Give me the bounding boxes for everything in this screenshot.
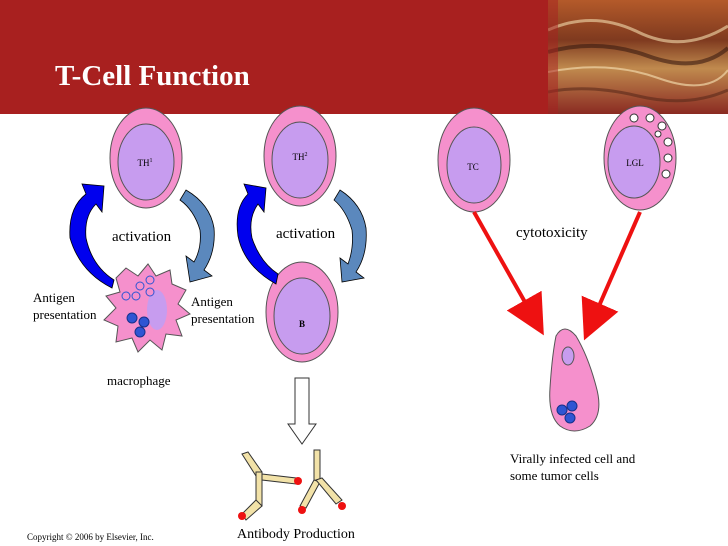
header-photo [548, 0, 728, 114]
activation-label-right: activation [276, 226, 336, 242]
tc-label: TC [467, 162, 479, 172]
macrophage-label: macrophage [107, 373, 171, 388]
lgl-cell [603, 105, 677, 211]
th1-cell [109, 107, 183, 209]
th2-cell [263, 105, 337, 207]
antibody-left [241, 451, 297, 521]
antigen-arrow-left [179, 189, 215, 283]
lgl-label: LGL [626, 158, 644, 168]
b-label: B [298, 319, 305, 329]
cytotoxicity-arrow-tc [472, 211, 544, 336]
infected-cell-label: Virally infected cell and some tumor cel… [510, 450, 635, 484]
antigen-presentation-label-right: Antigen presentation [191, 293, 255, 327]
antibody-tip [298, 506, 306, 514]
th1-label: TH1 [137, 158, 153, 168]
antigen-presentation-right-line2: presentation [191, 311, 255, 326]
antibody-tip [238, 512, 246, 520]
activation-arrow-right [236, 183, 279, 285]
copyright: Copyright © 2006 by Elsevier, Inc. [27, 532, 154, 542]
activation-label-left: activation [112, 229, 172, 245]
th2-label: TH2 [292, 152, 308, 162]
antigen-presentation-left-line2: presentation [33, 307, 97, 322]
antibody-tip [338, 502, 346, 510]
antigen-presentation-left-line1: Antigen [33, 290, 75, 305]
infected-cell-line1: Virally infected cell and [510, 451, 636, 466]
activation-arrow-left [69, 183, 115, 289]
lgl-granules [629, 113, 673, 179]
cytotoxicity-arrow-lgl [581, 211, 642, 341]
tc-cell [437, 107, 511, 213]
infected-cell [549, 328, 600, 432]
b-cell [265, 261, 339, 363]
antibody-arrow [287, 377, 317, 445]
slide-title: T-Cell Function [55, 60, 250, 92]
antigen-presentation-label-left: Antigen presentation [33, 289, 97, 323]
antibody-right [299, 449, 343, 509]
cytotoxicity-label: cytotoxicity [516, 225, 588, 241]
antigen-arrow-right [333, 189, 367, 283]
antibody-production-label: Antibody Production [237, 527, 355, 542]
infected-cell-line2: some tumor cells [510, 468, 599, 483]
antibody-tip [294, 477, 302, 485]
antigen-presentation-right-line1: Antigen [191, 294, 233, 309]
macrophage-cell [103, 263, 191, 353]
